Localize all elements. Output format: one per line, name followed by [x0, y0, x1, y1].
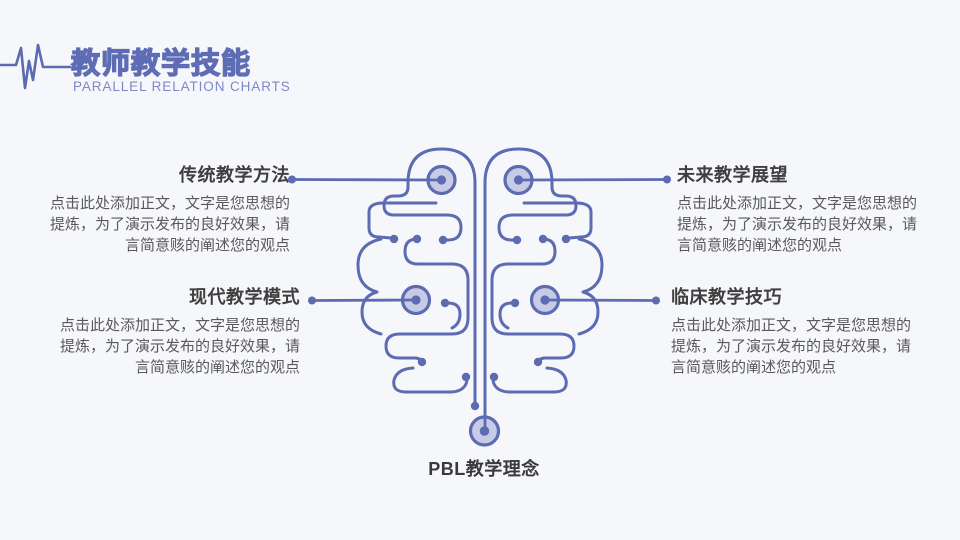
connector-top-left	[290, 178, 443, 182]
center-label: PBL教学理念	[428, 459, 540, 479]
connector-mid-right	[543, 298, 658, 302]
terminal-dots	[288, 175, 671, 411]
item-body-line: 提炼，为了演示发布的良好效果，请	[677, 216, 918, 233]
brain-left-hemisphere	[356, 147, 477, 406]
page-title: 教师教学技能	[70, 47, 252, 80]
item-title: 临床教学技巧	[671, 287, 782, 307]
info-block-top-right: 未来教学展望 点击此处添加正文，文字是您思想的 提炼，为了演示发布的良好效果，请…	[677, 164, 920, 256]
item-body-line: 点击此处添加正文，文字是您思想的	[677, 195, 918, 212]
brain-nodes	[400, 164, 561, 447]
brain-right-hemisphere	[483, 147, 604, 406]
ekg-heartbeat-line-icon	[0, 43, 72, 90]
connector-mid-left	[310, 298, 418, 302]
item-body-line: 言简意赅的阐述您的观点	[671, 359, 837, 376]
item-body-line: 提炼，为了演示发布的良好效果，请	[59, 338, 300, 355]
item-title: 传统教学方法	[179, 165, 290, 185]
page-subtitle: PARALLEL RELATION CHARTS	[73, 79, 291, 94]
info-block-bottom-right: 临床教学技巧 点击此处添加正文，文字是您思想的 提炼，为了演示发布的良好效果，请…	[671, 286, 914, 378]
item-body-line: 言简意赅的阐述您的观点	[677, 237, 843, 254]
connector-top-right	[517, 178, 669, 182]
item-body-line: 言简意赅的阐述您的观点	[124, 237, 290, 254]
item-body-line: 点击此处添加正文，文字是您思想的	[671, 317, 912, 334]
item-body-line: 提炼，为了演示发布的良好效果，请	[49, 216, 290, 233]
node-center-dots	[411, 175, 550, 436]
connector-lines	[290, 178, 669, 433]
item-body-line: 提炼，为了演示发布的良好效果，请	[671, 338, 912, 355]
info-block-top-left: 传统教学方法 点击此处添加正文，文字是您思想的 提炼，为了演示发布的良好效果，请…	[47, 164, 290, 256]
item-title: 现代教学模式	[189, 287, 300, 307]
item-body-line: 言简意赅的阐述您的观点	[134, 359, 300, 376]
item-title: 未来教学展望	[677, 165, 788, 185]
item-body-line: 点击此处添加正文，文字是您思想的	[59, 317, 300, 334]
info-block-bottom-left: 现代教学模式 点击此处添加正文，文字是您思想的 提炼，为了演示发布的良好效果，请…	[57, 286, 300, 378]
item-body-line: 点击此处添加正文，文字是您思想的	[49, 195, 290, 212]
